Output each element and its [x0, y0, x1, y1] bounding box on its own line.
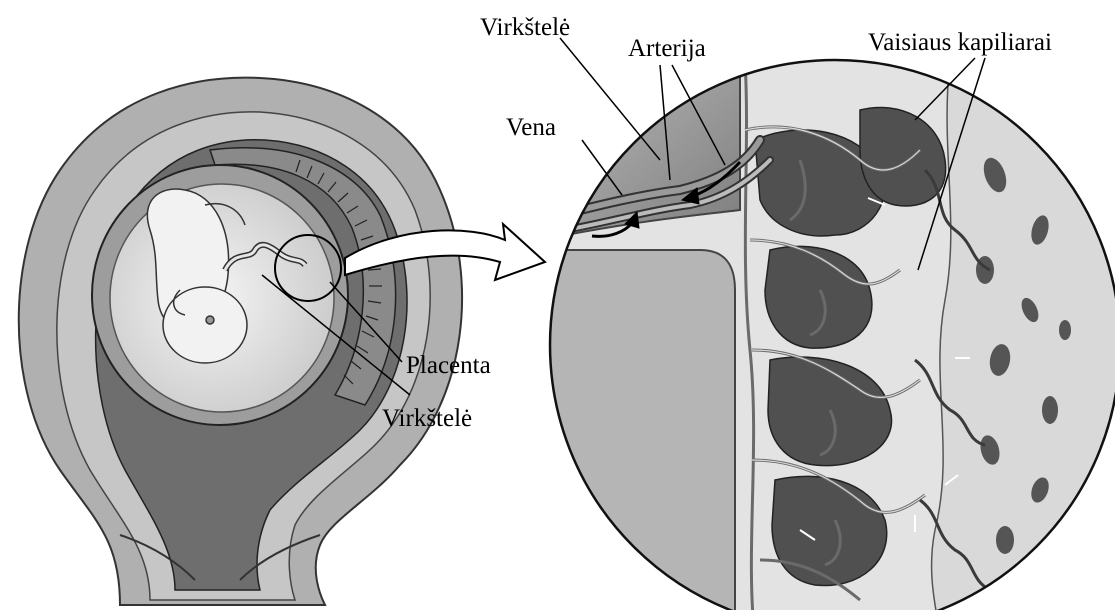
label-vena: Vena	[506, 114, 556, 141]
amnion-region	[540, 250, 735, 610]
magnified-placenta	[540, 60, 1115, 610]
label-virkstele-top: Virkštelė	[480, 14, 570, 41]
label-arterija: Arterija	[628, 35, 706, 62]
uterus-illustration	[19, 78, 462, 605]
label-virkstele-bottom: Virkštelė	[382, 405, 472, 432]
label-vaisiaus-kapiliarai: Vaisiaus kapiliarai	[868, 29, 1052, 56]
label-placenta: Placenta	[406, 352, 491, 379]
